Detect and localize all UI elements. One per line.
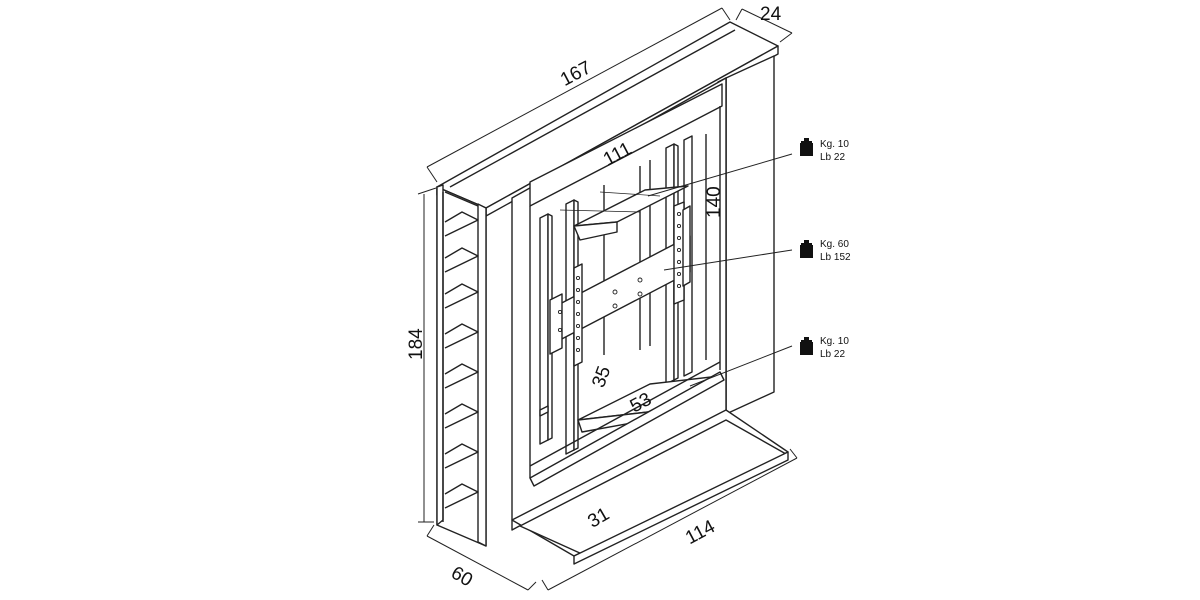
vertical-rails — [539, 134, 707, 455]
load-kg: Kg. 60 — [820, 239, 849, 250]
weight-icon — [800, 138, 813, 156]
dim-height-total: 184 — [406, 328, 427, 360]
load-lb: Lb 152 — [820, 252, 851, 263]
dim-depth-top: 24 — [760, 4, 782, 25]
bottom-box — [529, 361, 725, 487]
load-lb: Lb 22 — [820, 152, 845, 163]
left-bookcase — [436, 184, 487, 547]
dim-plinth-width: 114 — [682, 516, 719, 549]
weight-icon — [800, 240, 813, 258]
load-label-1: Kg. 10 Lb 22 — [800, 138, 849, 163]
bookcase-shelves — [444, 211, 479, 509]
leader-lines — [647, 153, 793, 387]
weight-icon — [800, 337, 813, 355]
load-kg: Kg. 10 — [820, 336, 849, 347]
dim-depth-base: 60 — [447, 563, 476, 592]
load-label-2: Kg. 60 Lb 152 — [800, 239, 851, 263]
load-label-3: Kg. 10 Lb 22 — [800, 336, 849, 360]
load-kg: Kg. 10 — [820, 139, 849, 150]
dim-panel-height: 140 — [704, 186, 725, 218]
upper-shelf — [559, 185, 689, 241]
dim-width-total: 167 — [557, 57, 595, 90]
base-platform — [511, 409, 789, 565]
load-lb: Lb 22 — [820, 349, 845, 360]
tv-bracket — [549, 201, 691, 367]
